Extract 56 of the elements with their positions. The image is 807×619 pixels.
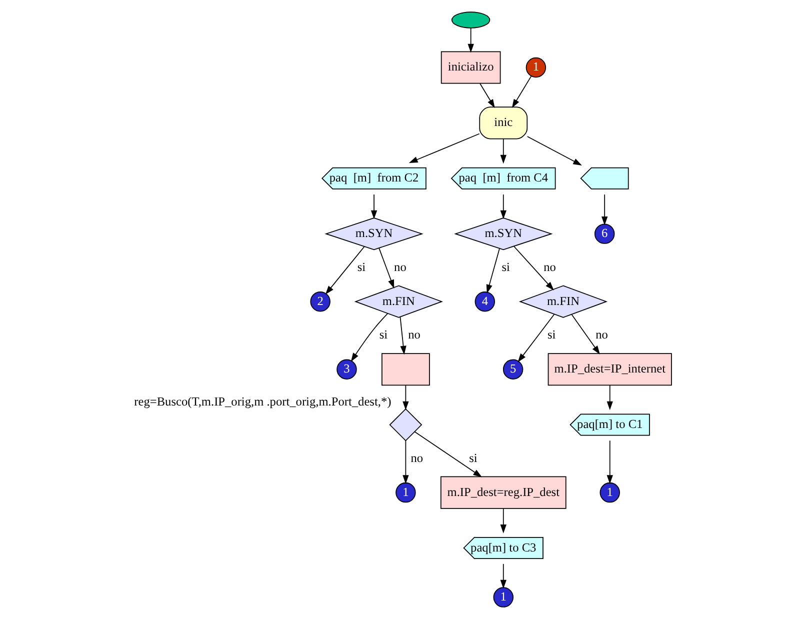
node-diamond: m.FIN [518,285,608,318]
edge-label: si [502,260,510,274]
arrow [480,83,495,108]
arrow [518,314,555,362]
edge-label: si [469,450,478,465]
arrow [468,28,474,53]
arrow [602,194,608,226]
arrow [400,316,406,355]
node-diamond: m.SYN [324,218,424,250]
node-circle: 1 [526,57,546,78]
arrow [378,248,394,289]
node-circle: 5 [502,359,524,380]
edge-label: no [596,328,608,342]
arrow [370,194,378,220]
arrow [325,246,365,295]
arrow [500,138,506,164]
node-diamond: m.FIN [354,285,443,318]
node-circle: 3 [336,359,357,380]
edge-label: no [394,260,406,274]
arrow [606,440,613,484]
arrow [500,508,506,534]
node-circle: 6 [594,224,615,244]
node-box: m.IP_dest=IP_internet [548,353,672,386]
arrow [402,440,409,484]
node-circle: 4 [474,291,496,312]
edge-label: no [408,328,420,342]
arrow [500,194,506,220]
arrow [606,385,613,410]
node-diamond: m.SYN [454,218,553,250]
node-ellipse [451,12,490,28]
node-flag [580,167,629,190]
arrow [526,136,582,166]
node-circle: 1 [396,482,416,503]
node-box [382,353,430,386]
node-box: inicializo [440,51,501,84]
arrow [512,76,532,108]
arrow [514,246,554,290]
edge-label: si [379,328,388,342]
node-circle: 1 [493,587,514,608]
arrow [408,133,480,164]
arrow [414,431,482,478]
edge-label: si [357,260,366,274]
edge-label: no [410,450,424,465]
node-diamond [389,408,422,442]
node-circle: 1 [600,482,620,503]
arrow [350,313,388,362]
arrow [500,563,506,589]
node-circle: 2 [310,291,330,312]
node-box: inic [479,106,528,140]
edge-label: si [547,328,556,342]
node-label: reg=Busco(T,m.IP_orig,m .port_orig,m.Port_dest,*) [134,394,392,409]
arrow [402,385,409,410]
arrow [486,248,500,294]
arrow [571,314,600,355]
edge-label: no [544,260,556,274]
node-box: m.IP_dest=reg.IP_dest [440,476,566,509]
